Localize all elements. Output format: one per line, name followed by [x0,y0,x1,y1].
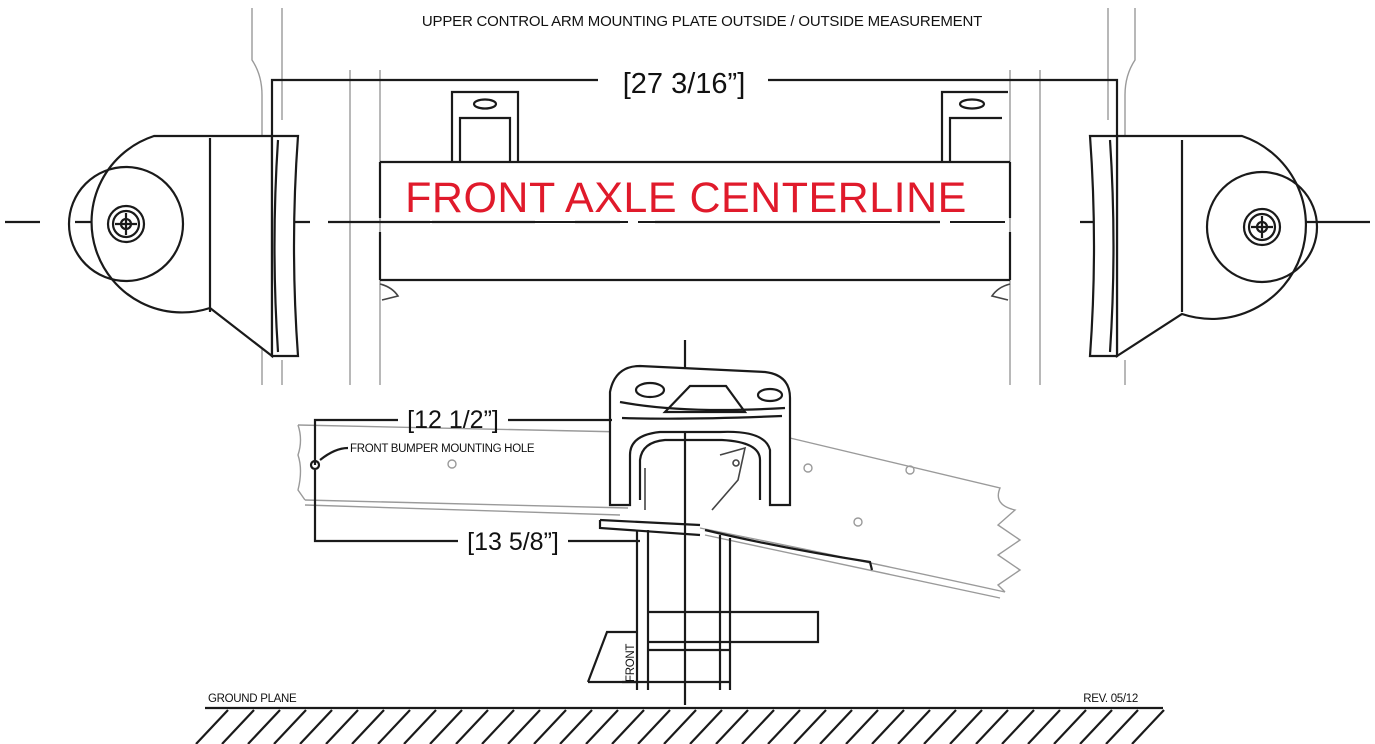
ground-hatch-line [299,709,333,744]
ground-hatch-line [403,709,437,744]
ground-hatch [195,709,1165,744]
ground-plane-label: GROUND PLANE [208,693,297,705]
dimension-bumper-upper-label: [12 1/2”] [407,406,499,434]
ground-hatch-line [533,709,567,744]
ground-hatch-line [741,709,775,744]
ground-hatch-line [871,709,905,744]
ground-hatch-line [507,709,541,744]
frame-rail-side [297,424,1022,599]
ground-hatch-line [975,709,1009,744]
ground-hatch-line [663,709,697,744]
ground-hatch-line [273,709,307,744]
ground-hatch-line [611,709,645,744]
ground-hatch-line [1027,709,1061,744]
bumper-hole-label: FRONT BUMPER MOUNTING HOLE [350,443,535,455]
ground-hatch-line [559,709,593,744]
side-view: FRONT [12 1/2”] FRONT BUMPER MOUNTING HO… [297,340,1022,705]
dimension-bumper-upper: [12 1/2”] [313,406,612,465]
ground-hatch-line [793,709,827,744]
ground-hatch-line [1079,709,1113,744]
ground-hatch-line [923,709,957,744]
ground-hatch-line [897,709,931,744]
ground-hatch-line [1001,709,1035,744]
ground-hatch-line [247,709,281,744]
axle-centerline-label: FRONT AXLE CENTERLINE [405,174,967,222]
ground-hatch-line [1053,709,1087,744]
dimension-bumper-lower: [13 5/8”] [313,470,640,556]
ground-hatch-line [845,709,879,744]
upper-mount-side [608,364,792,511]
ground-hatch-line [1105,709,1139,744]
ground-hatch-line [689,709,723,744]
crossmember [378,90,1012,301]
dimension-bumper-lower-label: [13 5/8”] [467,528,559,556]
ground-hatch-line [1131,709,1165,744]
ground-hatch-line [715,709,749,744]
ground-plane: GROUND PLANE REV. 05/12 [195,693,1165,744]
right-control-arm-mount [1088,134,1319,359]
ground-hatch-line [195,709,229,744]
ground-hatch-line [325,709,359,744]
revision-label: REV. 05/12 [1083,693,1138,705]
top-view: [27 3/16”] [5,8,1370,385]
ground-hatch-line [377,709,411,744]
ground-hatch-line [819,709,853,744]
dimension-upper-width: [27 3/16”] [270,68,1119,135]
frame-rail-lines [251,8,1136,385]
ground-hatch-line [455,709,489,744]
lower-bracket-side: FRONT [586,518,874,690]
front-label: FRONT [625,644,637,682]
ground-hatch-line [221,709,255,744]
ground-hatch-line [637,709,671,744]
ground-hatch-line [949,709,983,744]
ground-hatch-line [429,709,463,744]
diagram-title: UPPER CONTROL ARM MOUNTING PLATE OUTSIDE… [422,13,982,30]
left-control-arm-mount [67,134,300,359]
dimension-upper-width-label: [27 3/16”] [623,68,746,100]
ground-hatch-line [585,709,619,744]
ground-hatch-line [351,709,385,744]
ground-hatch-line [481,709,515,744]
ground-hatch-line [767,709,801,744]
